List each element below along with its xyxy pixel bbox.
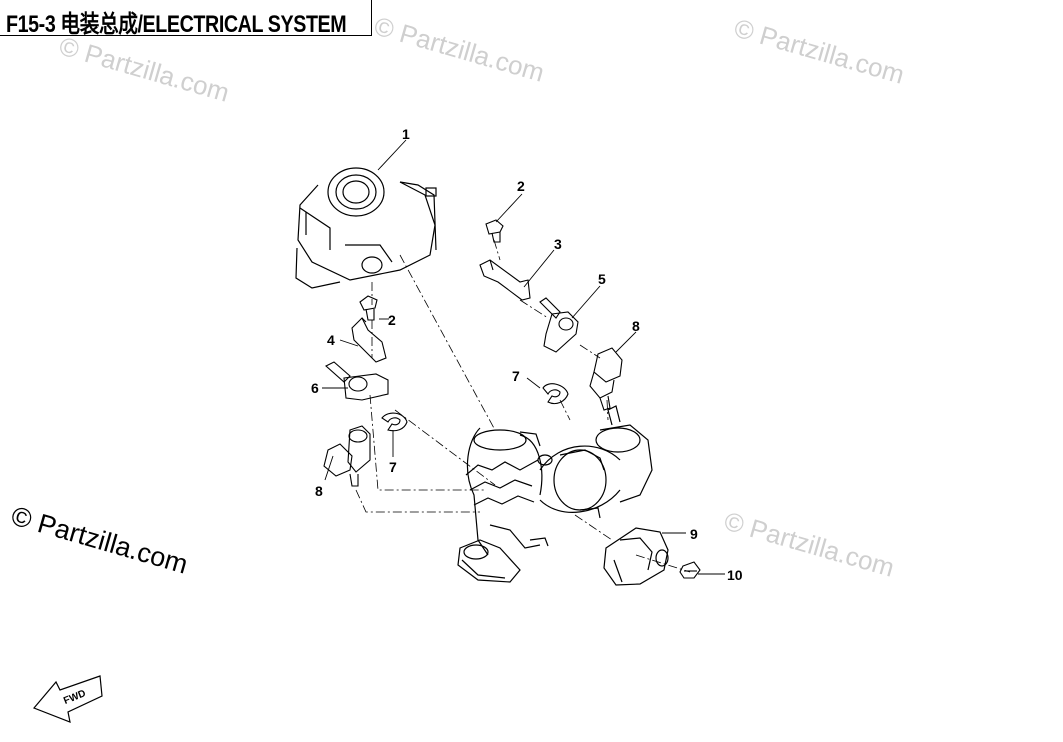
callout-number: 10 xyxy=(727,567,743,583)
callout-number: 7 xyxy=(389,459,397,475)
sensor-part xyxy=(325,361,389,401)
assembly-lines xyxy=(355,239,691,573)
callout-number: 5 xyxy=(598,271,606,287)
callout-number: 8 xyxy=(632,318,640,334)
callout-number: 9 xyxy=(690,526,698,542)
throttle-body-part xyxy=(295,167,437,289)
callout-number: 8 xyxy=(315,483,323,499)
leader-lines xyxy=(322,139,725,575)
callout-number: 2 xyxy=(517,178,525,194)
bolt-part xyxy=(359,219,504,321)
intake-manifold-part xyxy=(457,405,653,583)
callout-number: 6 xyxy=(311,380,319,396)
clip-part xyxy=(381,383,569,432)
sensor-part xyxy=(539,297,579,353)
page-title: F15-3 电装总成/ELECTRICAL SYSTEM xyxy=(6,11,347,38)
screw-part xyxy=(679,561,701,579)
fwd-arrow-icon xyxy=(32,675,103,723)
callout-labels: 1 2 2 3 4 5 6 7 7 8 8 9 10 xyxy=(311,126,743,583)
callout-number: 3 xyxy=(554,236,562,252)
bracket-part xyxy=(351,317,387,363)
callout-number: 2 xyxy=(388,312,396,328)
callout-number: 4 xyxy=(327,332,335,348)
title-box: F15-3 电装总成/ELECTRICAL SYSTEM xyxy=(0,0,372,38)
callout-number: 1 xyxy=(402,126,410,142)
injector-part xyxy=(323,347,623,487)
callout-number: 7 xyxy=(512,368,520,384)
map-sensor-part xyxy=(603,527,669,586)
bracket-part xyxy=(479,259,531,301)
